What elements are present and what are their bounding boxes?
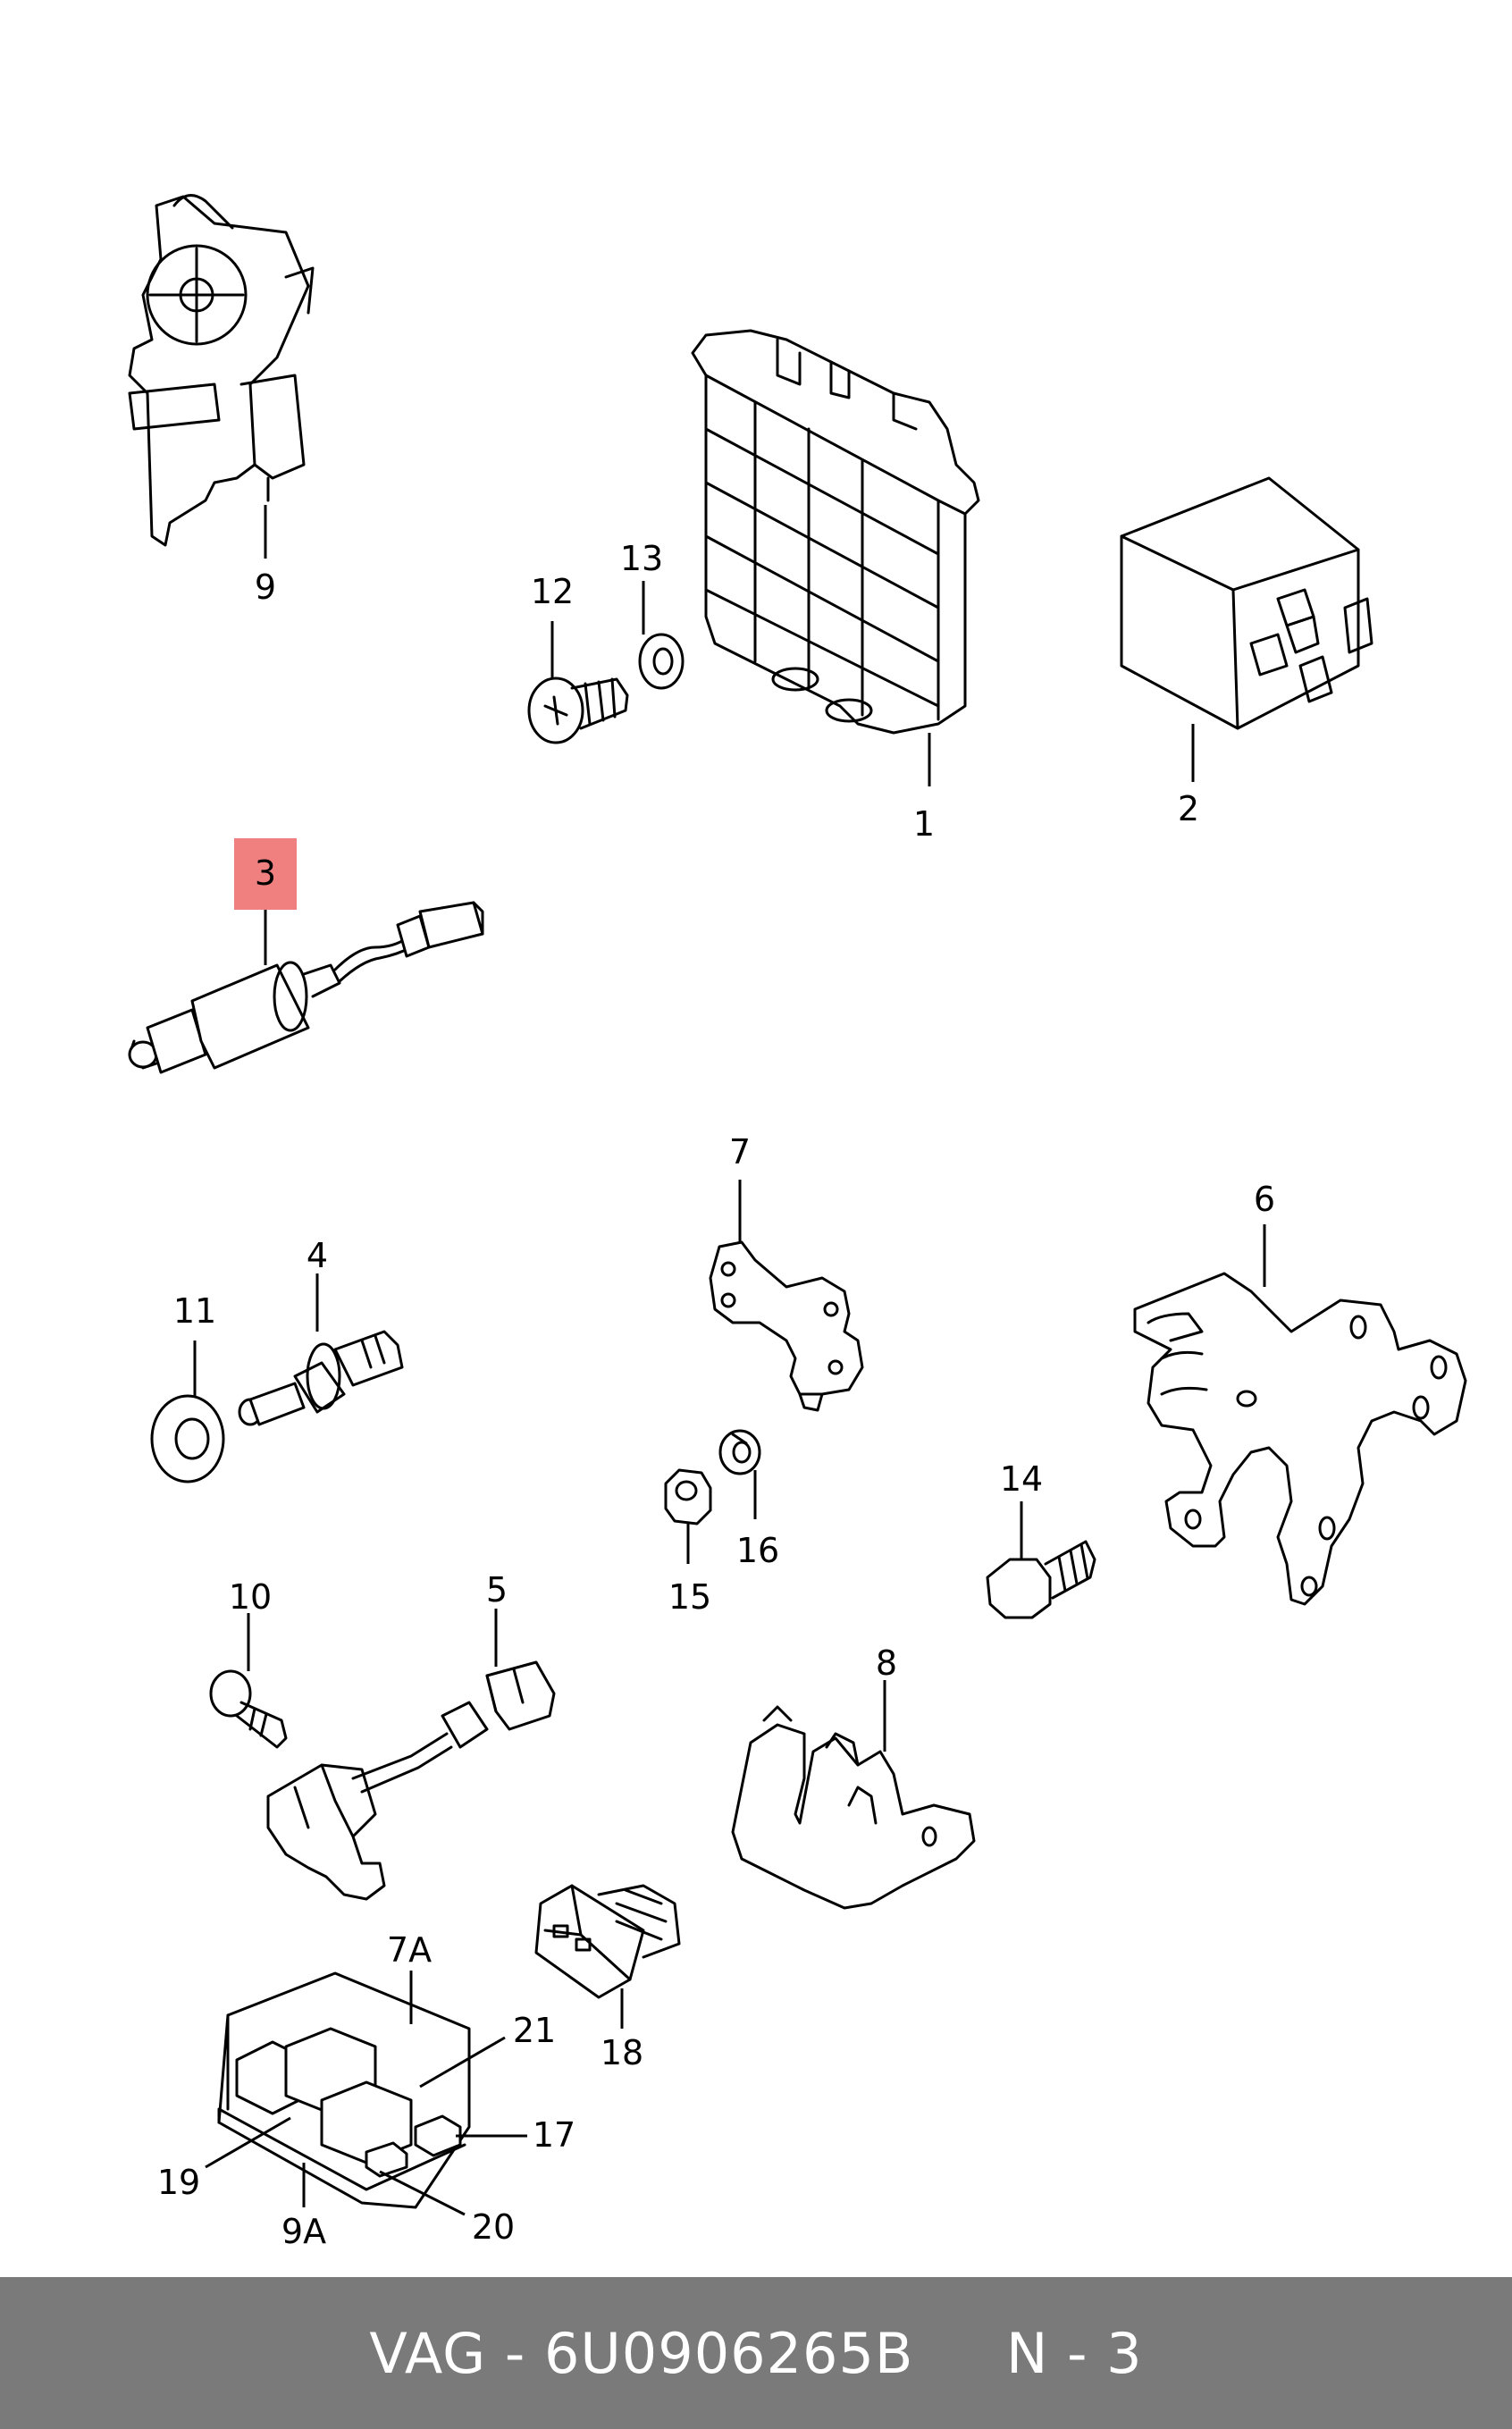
label-5: 5 (486, 1570, 508, 1610)
part-3-brake-light-switch[interactable] (128, 901, 484, 1074)
part-12-bolt[interactable] (527, 677, 629, 744)
part-7-bracket[interactable] (709, 1240, 864, 1412)
part-9-motor[interactable] (128, 194, 315, 547)
part-11-washer[interactable] (150, 1394, 225, 1483)
label-17: 17 (533, 2115, 575, 2155)
part-13-washer[interactable] (638, 633, 685, 690)
part-7a-relay-carrier[interactable] (217, 1971, 471, 2209)
part-6-bracket[interactable] (1133, 1272, 1467, 1606)
label-9a: 9A (281, 2212, 326, 2251)
highlight-box-3 (234, 838, 297, 910)
part-number-caption: VAG - 6U0906265B N - 3 (369, 2320, 1143, 2386)
label-16: 16 (736, 1531, 779, 1570)
part-18-connector[interactable] (534, 1884, 681, 1999)
label-7: 7 (729, 1132, 751, 1172)
part-15-nut[interactable] (664, 1468, 712, 1525)
footer-bar: VAG - 6U0906265B N - 3 (0, 2277, 1512, 2429)
part-10-bolt[interactable] (209, 1669, 288, 1749)
part-8-bracket[interactable] (731, 1705, 976, 1910)
label-7a: 7A (387, 1930, 432, 1970)
label-1: 1 (913, 804, 935, 844)
part-2-relay[interactable] (1120, 476, 1373, 730)
label-11: 11 (173, 1291, 216, 1331)
label-8: 8 (876, 1643, 897, 1683)
label-19: 19 (157, 2163, 200, 2202)
label-15: 15 (668, 1577, 711, 1617)
leader-19 (205, 2116, 291, 2169)
part-4-temperature-sensor[interactable] (238, 1330, 404, 1426)
part-1-control-unit[interactable] (691, 329, 980, 735)
exploded-parts-diagram: 9 1 2 12 (128, 194, 1467, 2251)
label-6: 6 (1254, 1180, 1275, 1219)
label-14: 14 (1000, 1459, 1043, 1499)
label-20: 20 (472, 2207, 515, 2247)
leader-21 (419, 2036, 506, 2089)
label-21: 21 (513, 2011, 556, 2050)
label-3: 3 (255, 853, 276, 893)
label-13: 13 (620, 539, 663, 578)
label-12: 12 (531, 572, 574, 611)
label-10: 10 (229, 1577, 272, 1617)
label-2: 2 (1178, 789, 1199, 828)
part-16-spring-washer[interactable] (718, 1429, 761, 1475)
label-18: 18 (601, 2033, 643, 2072)
part-5-speed-sensor[interactable] (266, 1660, 556, 1901)
label-9: 9 (255, 567, 276, 607)
leader-20 (379, 2170, 466, 2216)
label-4: 4 (307, 1236, 328, 1275)
part-14-bolt[interactable] (986, 1540, 1096, 1619)
